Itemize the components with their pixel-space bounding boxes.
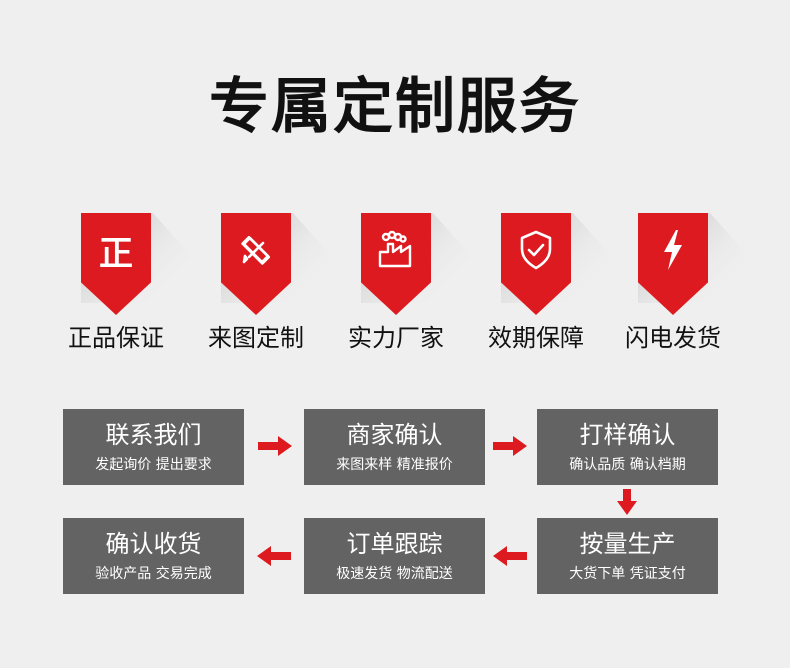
step-subtitle: 来图来样 精准报价 <box>336 457 453 473</box>
step-contact-us: 联系我们 发起询价 提出要求 <box>63 409 244 485</box>
step-title: 确认收货 <box>105 530 202 558</box>
badge-genuine: 正 <box>81 213 201 318</box>
step-order-tracking: 订单跟踪 极速发货 物流配送 <box>304 518 485 594</box>
step-sample-confirm: 打样确认 确认品质 确认档期 <box>537 409 718 485</box>
arrow-down-icon <box>617 489 637 515</box>
step-title: 订单跟踪 <box>346 530 443 558</box>
step-subtitle: 大货下单 凭证支付 <box>569 566 686 582</box>
step-subtitle: 发起询价 提出要求 <box>95 457 212 473</box>
arrow-left-icon <box>493 546 527 566</box>
pencil-ruler-icon <box>221 223 291 277</box>
badge-label-fast-delivery: 闪电发货 <box>625 324 721 352</box>
badge-label-factory: 实力厂家 <box>348 324 444 352</box>
step-subtitle: 极速发货 物流配送 <box>336 566 453 582</box>
badge-factory <box>361 213 481 318</box>
zheng-character-icon: 正 <box>99 233 133 274</box>
step-title: 打样确认 <box>579 421 676 449</box>
step-mass-production: 按量生产 大货下单 凭证支付 <box>537 518 718 594</box>
factory-icon <box>361 223 431 277</box>
arrow-left-icon <box>257 546 291 566</box>
badge-label-custom: 来图定制 <box>208 324 304 352</box>
step-confirm-receipt: 确认收货 验收产品 交易完成 <box>63 518 244 594</box>
lightning-icon <box>638 223 708 277</box>
shield-check-icon <box>501 223 571 277</box>
badge-label-genuine: 正品保证 <box>68 324 164 352</box>
step-title: 联系我们 <box>105 421 202 449</box>
badge-fast-delivery <box>638 213 758 318</box>
step-title: 按量生产 <box>579 530 676 558</box>
step-subtitle: 确认品质 确认档期 <box>569 457 686 473</box>
arrow-right-icon <box>258 436 292 456</box>
badge-label-expiry: 效期保障 <box>488 324 584 352</box>
step-subtitle: 验收产品 交易完成 <box>95 566 212 582</box>
arrow-right-icon <box>493 436 527 456</box>
step-title: 商家确认 <box>346 421 443 449</box>
page-title: 专属定制服务 <box>209 72 581 142</box>
badge-custom <box>221 213 341 318</box>
badge-expiry <box>501 213 621 318</box>
step-merchant-confirm: 商家确认 来图来样 精准报价 <box>304 409 485 485</box>
